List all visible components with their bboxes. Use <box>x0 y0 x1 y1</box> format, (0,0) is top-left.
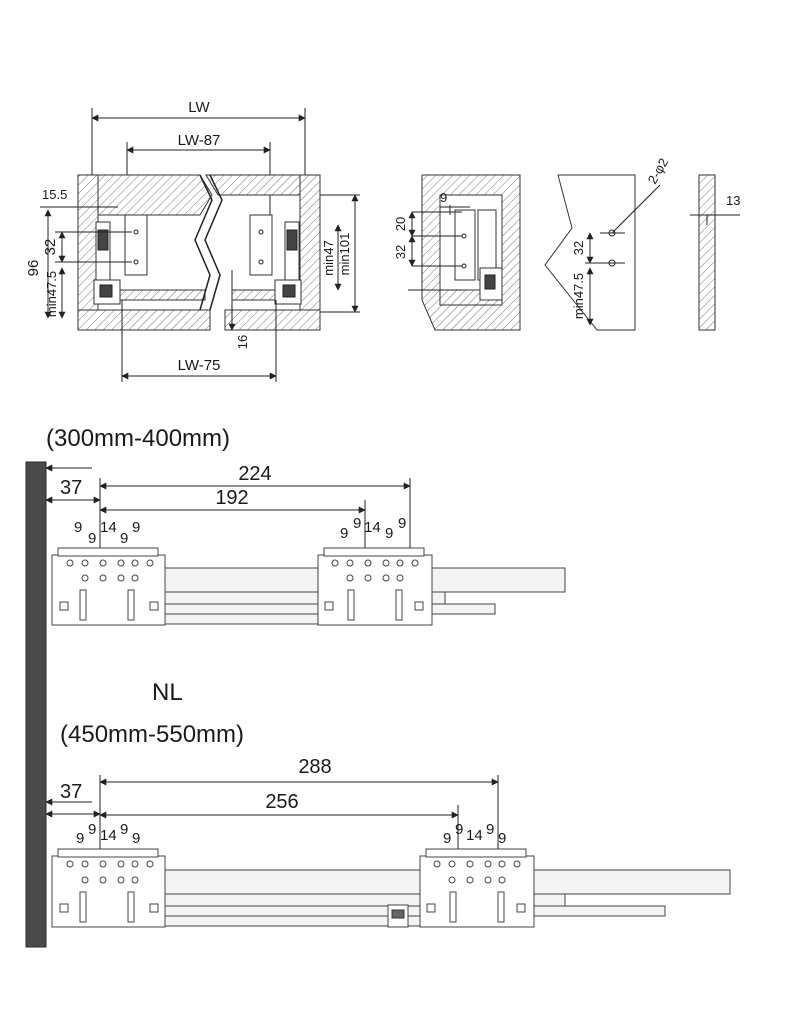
slide2-d37-label: 37 <box>60 781 82 803</box>
slide1-range-label: (300mm-400mm) <box>46 425 230 452</box>
d15-5-label: 15.5 <box>42 187 67 202</box>
hole-label: 9 <box>88 530 96 547</box>
hole-label: 14 <box>364 519 381 536</box>
lw75-label: LW-75 <box>178 357 221 374</box>
side-section-view: 9 20 32 <box>393 174 521 331</box>
slide1-d224-label: 224 <box>238 463 271 485</box>
slide2-right-hole-labels: 9 9 14 9 9 <box>443 821 506 847</box>
hole-label: 9 <box>455 821 463 838</box>
hole-label: 9 <box>132 519 140 536</box>
bracket-view: 2-φ2 32 min47.5 <box>544 155 672 331</box>
min101-label: min101 <box>337 233 352 276</box>
hole-label: 9 <box>486 821 494 838</box>
slide2-left-hole-labels: 9 9 14 9 9 <box>76 821 140 847</box>
slide2-left-bracket <box>51 848 166 928</box>
bracket-min47-5-label: min47.5 <box>571 273 586 319</box>
hole-label: 9 <box>76 830 84 847</box>
min47-5-label: min47.5 <box>44 271 59 317</box>
hole-label: 9 <box>340 525 348 542</box>
nl-label: NL <box>152 679 183 706</box>
slide1-left-hole-labels: 9 9 14 9 9 <box>74 519 140 547</box>
slide1-right-hole-labels: 9 9 14 9 9 <box>340 515 406 542</box>
hole-label: 9 <box>88 821 96 838</box>
d16-label: 16 <box>235 335 250 349</box>
hole-label: 9 <box>120 821 128 838</box>
hole-label: 9 <box>120 530 128 547</box>
hole-label: 9 <box>385 525 393 542</box>
slide1-d37-label: 37 <box>60 477 82 499</box>
hole-label: 9 <box>74 519 82 536</box>
slide2-d288-label: 288 <box>298 756 331 778</box>
side-d20-label: 20 <box>393 217 408 231</box>
d96-label: 96 <box>25 260 42 277</box>
slide2-right-bracket <box>419 848 535 928</box>
hole-label: 9 <box>353 515 361 532</box>
hole-label: 14 <box>466 827 483 844</box>
slide-1: (300mm-400mm) 37 224 192 9 9 14 9 9 9 9 … <box>25 425 566 948</box>
slide1-d192-label: 192 <box>215 487 248 509</box>
slide1-left-bracket <box>51 547 166 626</box>
edge-view: 13 <box>690 174 740 331</box>
hole-label: 9 <box>443 830 451 847</box>
edge-d13-label: 13 <box>726 193 740 208</box>
slide2-range-label: (450mm-550mm) <box>60 721 244 748</box>
min47-label: min47 <box>321 240 336 275</box>
bracket-d32-label: 32 <box>571 241 586 255</box>
hole-label: 9 <box>498 830 506 847</box>
hole-label: 9 <box>398 515 406 532</box>
hole-label: 14 <box>100 827 117 844</box>
hole-label: 9 <box>132 830 140 847</box>
d32-label: 32 <box>42 239 59 256</box>
slide-2: (450mm-550mm) 37 288 256 9 9 14 9 9 9 9 … <box>45 721 731 928</box>
section-view: LW LW-87 15.5 <box>25 99 360 382</box>
lw87-label: LW-87 <box>178 132 221 149</box>
side-d9-label: 9 <box>440 190 447 205</box>
hole-label: 14 <box>100 519 117 536</box>
side-d32-label: 32 <box>393 245 408 259</box>
slide2-d256-label: 256 <box>265 791 298 813</box>
slide1-right-bracket <box>317 547 433 626</box>
lw-label: LW <box>188 99 210 116</box>
phi-label: 2-φ2 <box>645 155 672 186</box>
